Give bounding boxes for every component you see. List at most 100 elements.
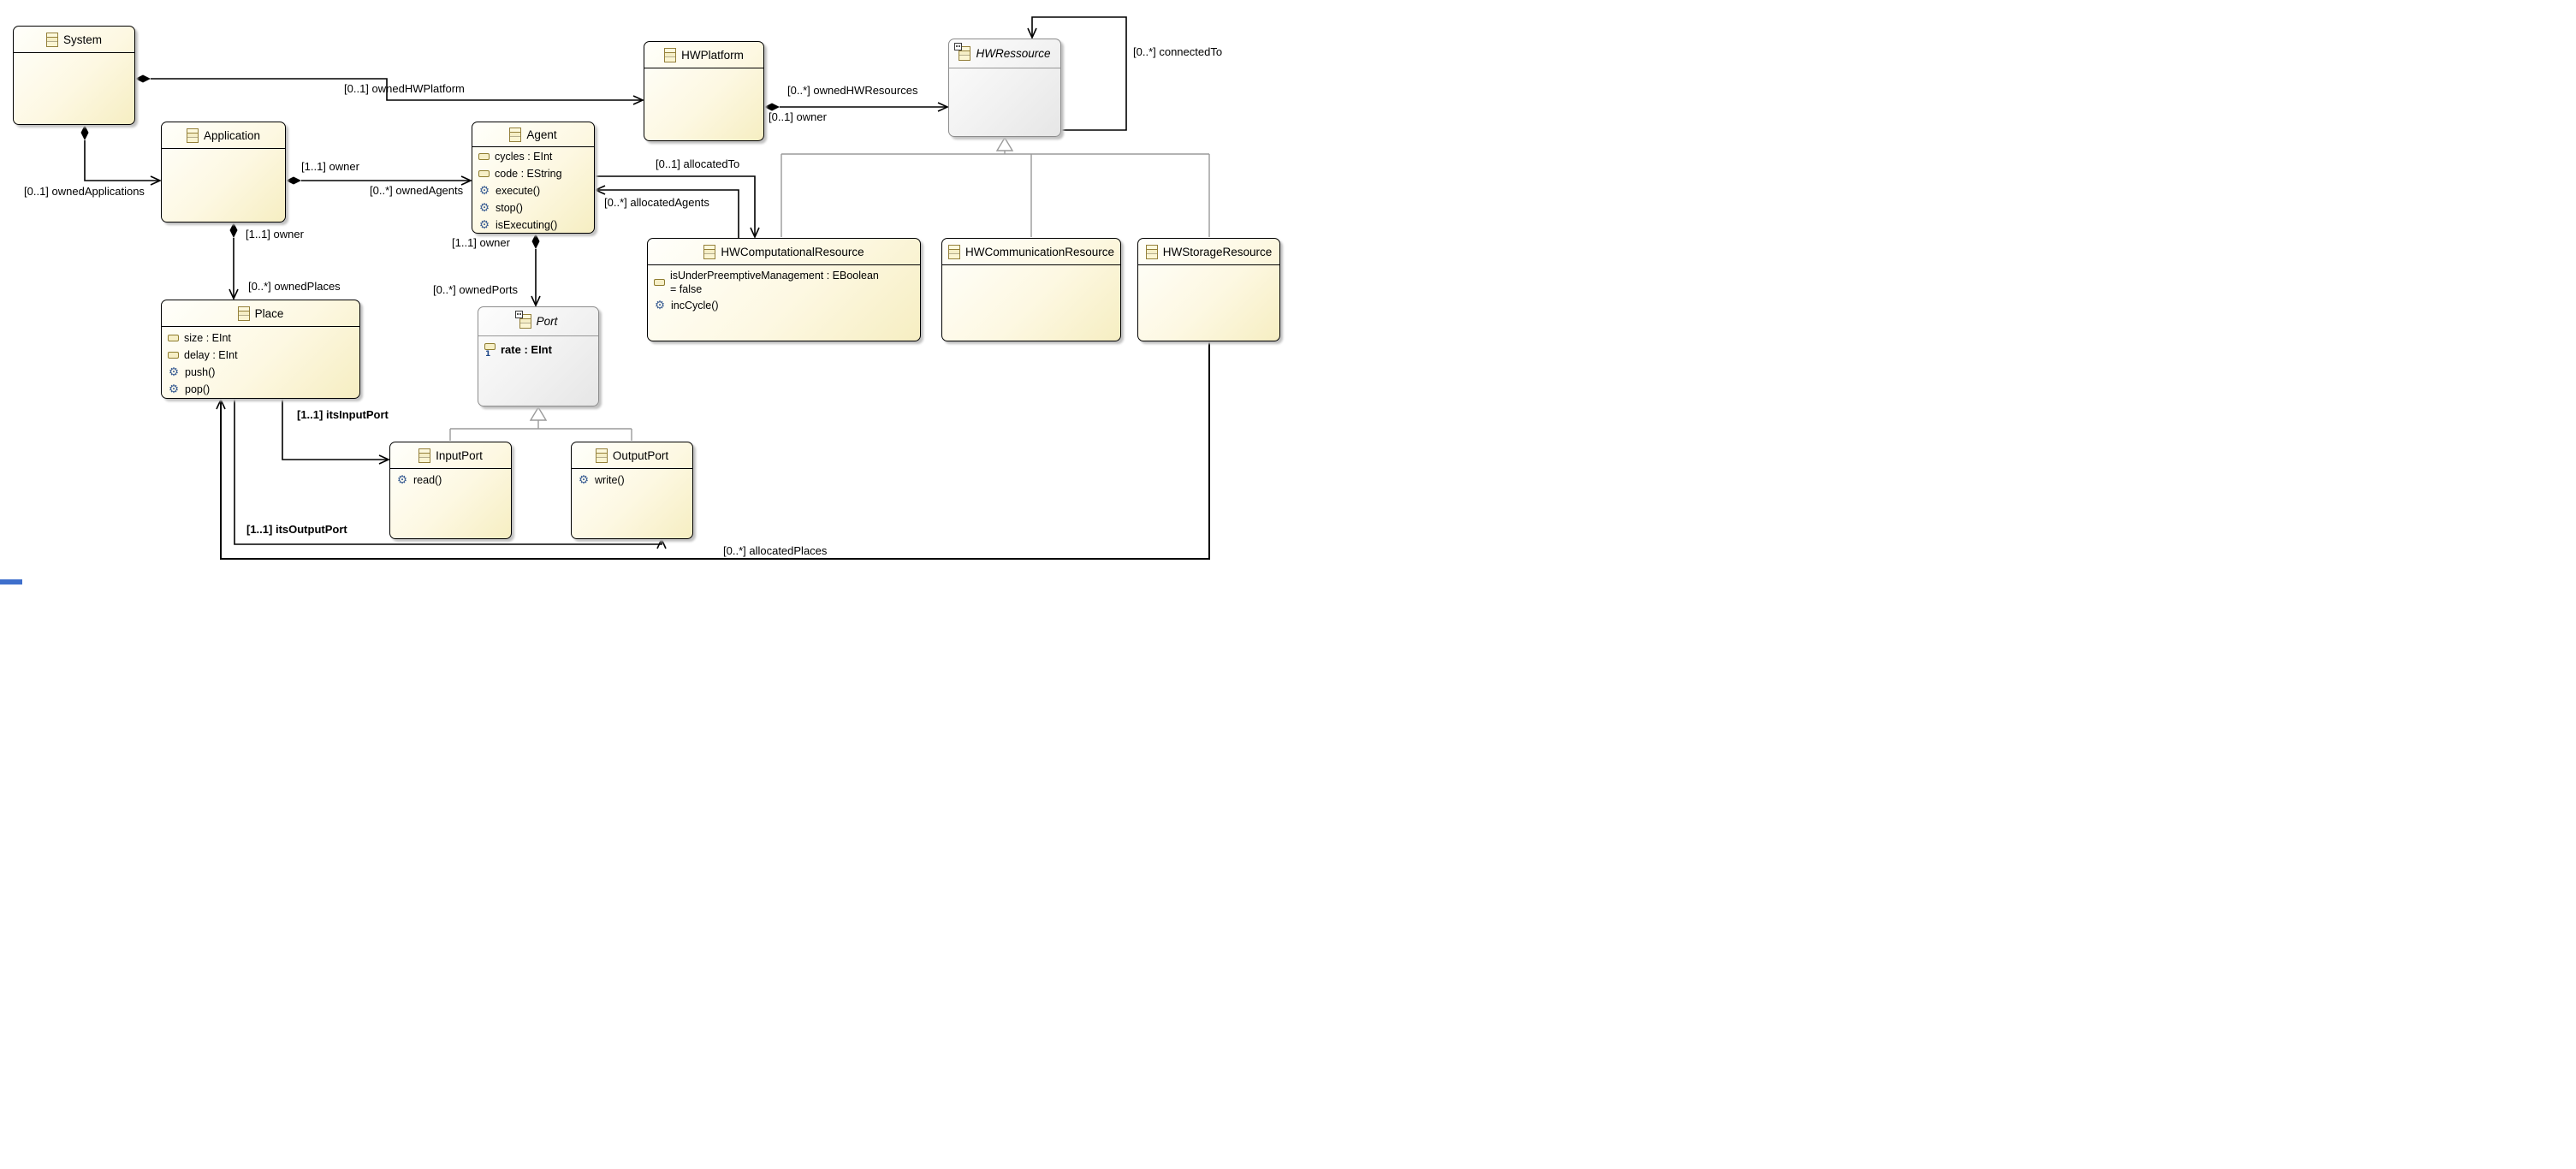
- operation-row[interactable]: ⚙ incCycle(): [648, 297, 920, 314]
- label-ownedplaces[interactable]: [0..*] ownedPlaces: [248, 280, 341, 293]
- generalization-hwressource-tree[interactable]: [781, 151, 1210, 237]
- class-body: ⚙ write(): [572, 469, 692, 489]
- attribute-text: code : EString: [495, 168, 562, 180]
- operation-row[interactable]: ⚙ write(): [572, 472, 692, 489]
- class-body: [942, 265, 1120, 268]
- class-icon: [509, 127, 522, 142]
- class-title: Port: [478, 307, 598, 336]
- edge-ownedapplications[interactable]: [84, 140, 159, 181]
- arrow-icon: [460, 175, 472, 186]
- attribute-icon: [478, 170, 490, 177]
- label-ownedagents[interactable]: [0..*] ownedAgents: [370, 184, 464, 197]
- class-title: InputPort: [390, 442, 511, 469]
- label-owner-hwplatform[interactable]: [0..1] owner: [769, 110, 827, 123]
- class-place[interactable]: Place size : EInt delay : EInt ⚙ push() …: [161, 300, 360, 399]
- generalization-port-tree[interactable]: [449, 420, 632, 441]
- class-agent[interactable]: Agent cycles : EInt code : EString ⚙ exe…: [472, 122, 595, 234]
- label-allocatedto[interactable]: [0..1] allocatedTo: [656, 157, 740, 170]
- label-itsinputport[interactable]: [1..1] itsInputPort: [297, 408, 389, 421]
- operation-gear-icon: ⚙: [168, 365, 180, 379]
- class-title: Agent: [472, 122, 594, 147]
- class-name: HWPlatform: [681, 48, 744, 62]
- class-icon: [595, 448, 608, 463]
- operation-row[interactable]: ⚙ read(): [390, 472, 511, 489]
- edge-itsoutputport[interactable]: [234, 399, 662, 545]
- operation-gear-icon: ⚙: [578, 473, 590, 487]
- edge-allocatedplaces[interactable]: [220, 341, 1210, 560]
- class-hwcommunicationresource[interactable]: HWCommunicationResource: [941, 238, 1121, 341]
- class-title: HWPlatform: [644, 42, 763, 68]
- operation-text: read(): [413, 474, 442, 486]
- operation-gear-icon: ⚙: [478, 201, 490, 215]
- operation-text: push(): [185, 366, 216, 378]
- attribute-row[interactable]: isUnderPreemptiveManagement : EBoolean =…: [648, 268, 920, 297]
- class-hwplatform[interactable]: HWPlatform: [644, 41, 764, 141]
- class-title: HWComputationalResource: [648, 239, 920, 265]
- arrow-icon: [531, 295, 541, 307]
- attribute-icon: [168, 335, 179, 341]
- operation-row[interactable]: ⚙ pop(): [162, 381, 359, 398]
- label-allocatedagents[interactable]: [0..*] allocatedAgents: [604, 196, 709, 209]
- class-name: InputPort: [436, 448, 483, 462]
- attribute-icon: [654, 279, 665, 286]
- class-outputport[interactable]: OutputPort ⚙ write(): [571, 442, 693, 539]
- class-application[interactable]: Application: [161, 122, 286, 223]
- attribute-row[interactable]: cycles : EInt: [472, 148, 594, 165]
- class-title: HWRessource: [949, 39, 1060, 68]
- class-icon: [45, 32, 58, 47]
- label-ownedhwplatform[interactable]: [0..1] ownedHWPlatform: [344, 82, 465, 95]
- class-icon: [237, 306, 250, 321]
- operation-text: write(): [595, 474, 625, 486]
- class-body: [1138, 265, 1279, 268]
- edge-allocatedto[interactable]: [595, 175, 756, 236]
- class-name: Place: [254, 306, 284, 320]
- containment-diamond: [135, 74, 151, 83]
- label-ownedports[interactable]: [0..*] ownedPorts: [433, 283, 518, 296]
- class-inputport[interactable]: InputPort ⚙ read(): [389, 442, 512, 539]
- window-edge-artifact: [0, 579, 22, 584]
- class-hwstorageresource[interactable]: HWStorageResource: [1137, 238, 1280, 341]
- attribute-text: isUnderPreemptiveManagement : EBoolean =…: [670, 270, 879, 295]
- operation-text: execute(): [496, 185, 541, 197]
- class-title: Place: [162, 300, 359, 327]
- operation-row[interactable]: ⚙ push(): [162, 364, 359, 381]
- class-system[interactable]: System: [13, 26, 135, 125]
- operation-row[interactable]: ⚙ isExecuting(): [472, 217, 594, 233]
- class-body: ⚙ read(): [390, 469, 511, 489]
- class-port[interactable]: Port 1 rate : EInt: [478, 306, 599, 406]
- label-allocatedplaces[interactable]: [0..*] allocatedPlaces: [723, 544, 828, 557]
- class-title: OutputPort: [572, 442, 692, 469]
- attribute-row[interactable]: delay : EInt: [162, 347, 359, 364]
- attribute-row[interactable]: code : EString: [472, 165, 594, 182]
- label-itsoutputport[interactable]: [1..1] itsOutputPort: [246, 523, 347, 536]
- class-hwcomputationalresource[interactable]: HWComputationalResource isUnderPreemptiv…: [647, 238, 921, 341]
- arrow-icon: [216, 398, 226, 410]
- label-owner-place[interactable]: [1..1] owner: [246, 228, 304, 240]
- label-ownedapplications[interactable]: [0..1] ownedApplications: [24, 185, 145, 198]
- containment-diamond: [286, 176, 301, 185]
- class-body: [14, 53, 134, 56]
- operation-row[interactable]: ⚙ execute(): [472, 182, 594, 199]
- edge-connectedto[interactable]: [1031, 16, 1127, 131]
- label-connectedto[interactable]: [0..*] connectedTo: [1133, 45, 1223, 58]
- attribute-text: size : EInt: [184, 332, 231, 344]
- abstract-class-icon: [514, 311, 531, 329]
- class-icon: [947, 244, 960, 259]
- operation-row[interactable]: ⚙ stop(): [472, 199, 594, 217]
- operation-gear-icon: ⚙: [654, 299, 666, 312]
- class-name: Application: [203, 128, 261, 142]
- label-owner-port[interactable]: [1..1] owner: [452, 236, 510, 249]
- edge-ownedhwplatform[interactable]: [151, 78, 642, 101]
- operation-text: incCycle(): [671, 300, 719, 312]
- arrow-icon: [656, 537, 667, 549]
- label-ownedhwresources[interactable]: [0..*] ownedHWResources: [787, 84, 918, 97]
- label-owner-agent[interactable]: [1..1] owner: [301, 160, 359, 173]
- edge-itsinputport[interactable]: [282, 399, 388, 460]
- class-hwressource[interactable]: HWRessource: [948, 39, 1061, 137]
- arrow-icon: [378, 454, 390, 465]
- containment-diamond: [229, 223, 238, 238]
- class-title: System: [14, 27, 134, 53]
- edge-allocatedagents[interactable]: [597, 189, 739, 238]
- attribute-row[interactable]: size : EInt: [162, 329, 359, 347]
- attribute-row[interactable]: 1 rate : EInt: [478, 339, 598, 359]
